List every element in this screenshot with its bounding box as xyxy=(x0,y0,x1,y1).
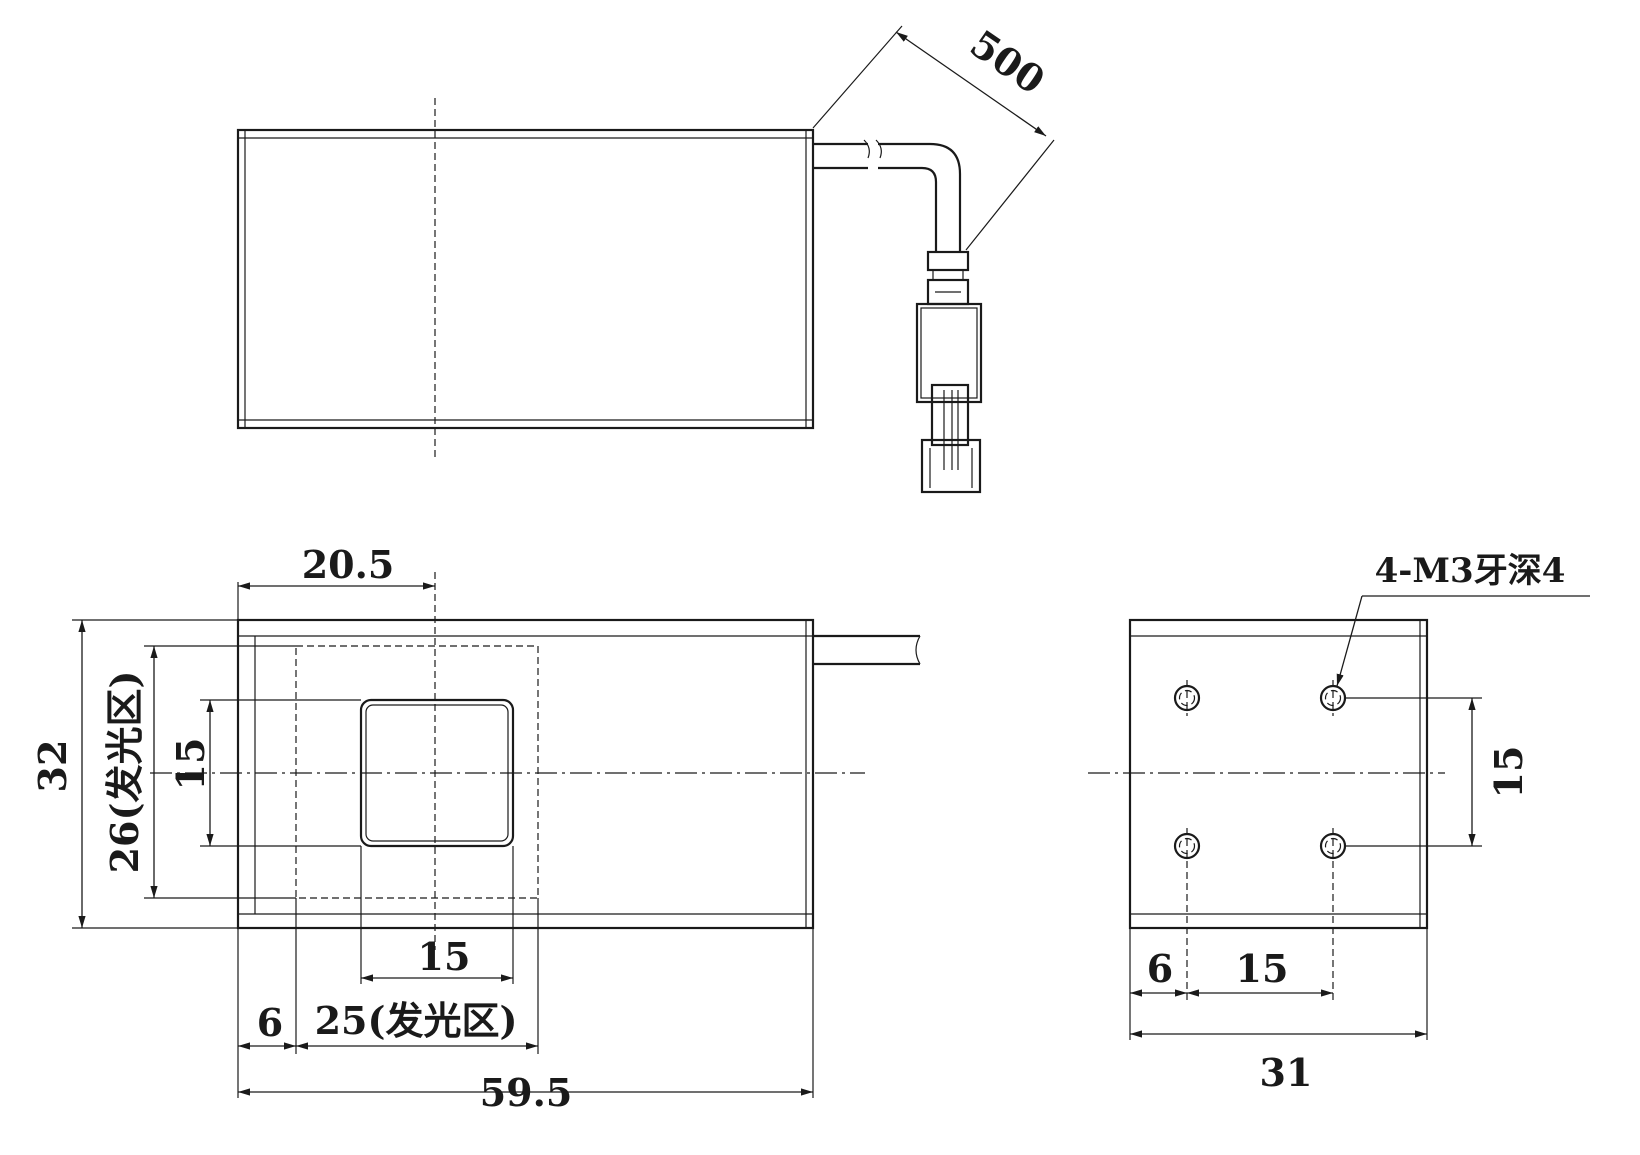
dim-total-length: 59.5 xyxy=(238,928,814,1115)
dim-hole-spacing-vertical: 15 xyxy=(1345,697,1531,847)
mounting-hole-top-left xyxy=(1173,680,1201,716)
top-view: 500 xyxy=(236,21,1055,494)
dim-center-offset: 20.5 xyxy=(237,542,435,620)
dim-total-length-label: 59.5 xyxy=(480,1070,573,1115)
dim-window-height: 15 xyxy=(168,699,361,847)
top-body-outline xyxy=(236,128,815,430)
dim-height: 32 xyxy=(30,619,238,929)
dim-center-offset-label: 20.5 xyxy=(302,542,395,587)
dim-hole-edge-offset: 6 xyxy=(1129,928,1187,1040)
dim-emitting-offset: 6 xyxy=(237,898,297,1098)
dim-emitting-offset-label: 6 xyxy=(257,1000,283,1045)
dim-window-height-label: 15 xyxy=(168,738,213,791)
dim-end-width-label: 31 xyxy=(1260,1050,1313,1095)
front-body-outline xyxy=(236,618,815,930)
dim-window-width: 15 xyxy=(360,846,514,984)
end-body-outline xyxy=(1128,618,1429,930)
dim-hole-edge-offset-label: 6 xyxy=(1147,946,1173,991)
mounting-hole-bottom-right xyxy=(1319,828,1347,1004)
thread-callout: 4-M3牙深4 xyxy=(1336,551,1590,687)
dim-end-width: 31 xyxy=(1130,928,1428,1095)
connector xyxy=(915,250,983,494)
dim-emitting-width: 25(发光区) xyxy=(296,898,539,1054)
dim-hole-spacing-vertical-label: 15 xyxy=(1486,746,1531,799)
dim-cable-length-label: 500 xyxy=(962,21,1053,103)
emitting-area xyxy=(295,645,539,899)
dim-emitting-height: 26(发光区) xyxy=(102,645,296,899)
dim-hole-spacing-horizontal: 15 xyxy=(1187,946,1333,997)
mounting-hole-bottom-left xyxy=(1173,828,1201,1004)
dim-cable-length: 500 xyxy=(812,21,1055,251)
front-view: 20.5 32 26(发光区) 15 15 xyxy=(30,542,921,1115)
dim-hole-spacing-horizontal-label: 15 xyxy=(1236,946,1289,991)
cable xyxy=(813,139,962,252)
dim-emitting-height-label: 26(发光区) xyxy=(102,671,147,874)
end-view: 4-M3牙深4 15 6 15 31 xyxy=(1088,551,1590,1095)
dim-height-label: 32 xyxy=(30,740,75,793)
thread-spec-label: 4-M3牙深4 xyxy=(1375,551,1566,591)
mounting-hole-top-right xyxy=(1319,680,1347,716)
dim-window-width-label: 15 xyxy=(418,934,471,979)
dim-emitting-width-label: 25(发光区) xyxy=(315,998,518,1043)
